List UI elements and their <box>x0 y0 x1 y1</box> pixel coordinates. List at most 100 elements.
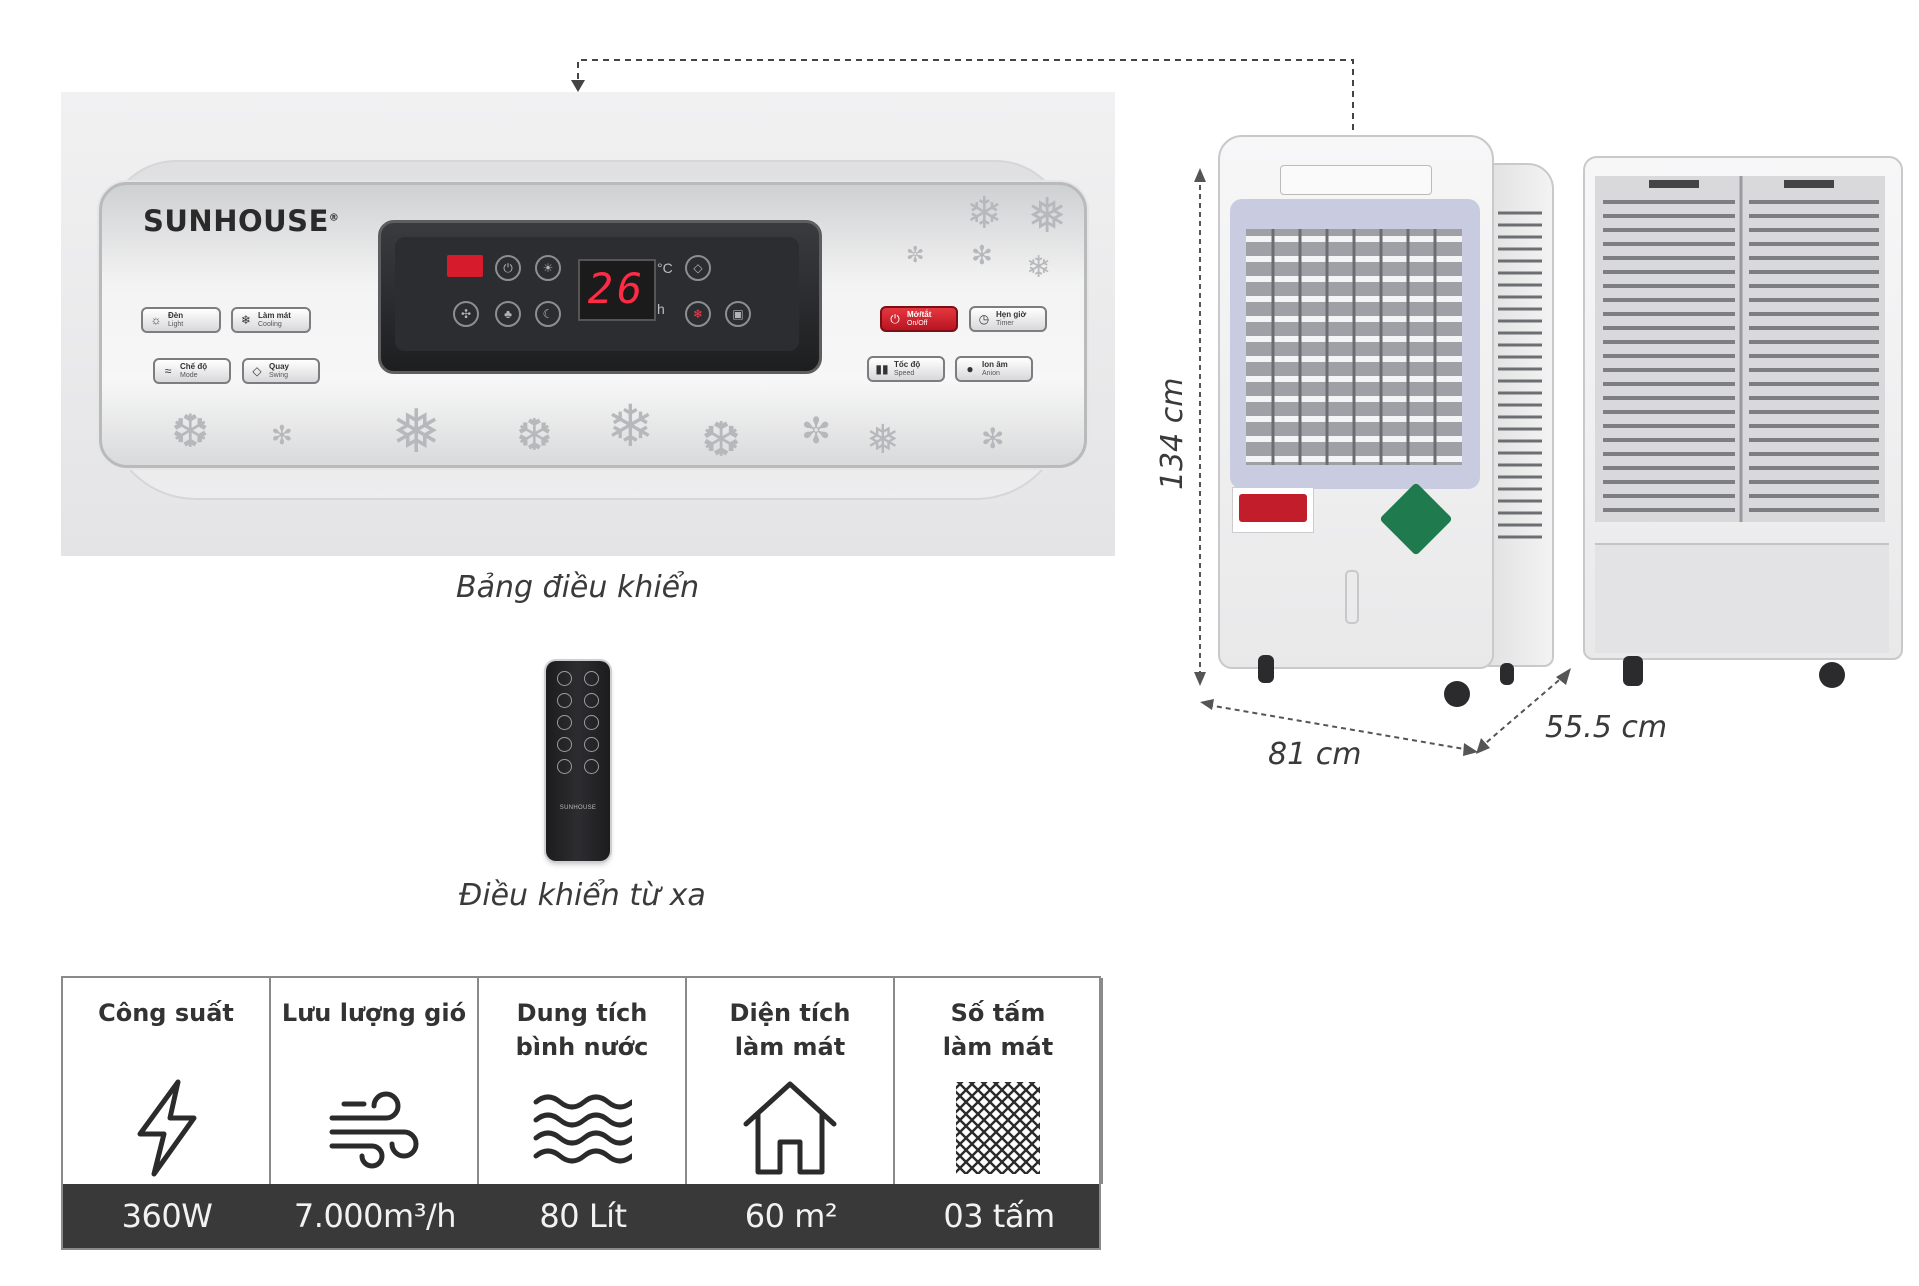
wheel <box>1444 681 1470 707</box>
moon-indicator-icon: ☾ <box>535 301 561 327</box>
celsius-unit: °C <box>657 260 673 276</box>
cooler-back-face <box>1583 156 1903 660</box>
cooling-label-en: Cooling <box>258 321 282 328</box>
speed-label-en: Speed <box>894 370 915 377</box>
remote-button <box>557 715 572 730</box>
snowflake-decor-icon: ❆ <box>516 411 553 460</box>
callout-connector <box>571 59 1354 172</box>
spec-value-power: 360W <box>121 1197 213 1235</box>
remote-caption: Điều khiển từ xa <box>459 878 706 913</box>
remote-button <box>584 759 599 774</box>
anion-icon: ● <box>966 362 974 376</box>
wheel <box>1623 656 1643 686</box>
bulb-icon: ☼ <box>150 313 162 327</box>
indicator-led <box>447 255 483 277</box>
bulb-indicator-icon: ☀ <box>535 255 561 281</box>
snowflake-decor-icon: ✻ <box>971 240 993 270</box>
side-vents <box>1498 211 1542 539</box>
lcd-inner: ⏻ ☀ ◇ ✣ ♣ ☾ ❄ ▣ 26 °C h <box>395 237 799 351</box>
swing-label: Quay <box>269 362 290 371</box>
wind-icon <box>329 1091 419 1169</box>
swing-label-en: Swing <box>269 372 289 379</box>
spec-area: Diện tích làm mát <box>687 978 895 1184</box>
snowflake-decor-icon: ✻ <box>981 423 1005 454</box>
swing-icon: ◇ <box>252 364 262 378</box>
clock-icon: ◷ <box>978 312 990 326</box>
timer-label: Hẹn giờ <box>996 310 1027 319</box>
tree-indicator-icon: ♣ <box>495 301 521 327</box>
power-indicator-icon: ⏻ <box>495 255 521 281</box>
control-panel-photo: SUNHOUSE® ❄ ❅ ✻ ❄ ✼ ❆ ✻ ❅ ❆ ❄ ❆ ✼ ❅ ✻ ⏻ … <box>61 92 1115 556</box>
speed-bars-icon: ▮▮ <box>875 362 889 376</box>
back-vents <box>1595 176 1885 522</box>
spec-pads: Số tấm làm mát <box>895 978 1103 1184</box>
lcd-display-panel: ⏻ ☀ ◇ ✣ ♣ ☾ ❄ ▣ 26 °C h <box>378 220 822 374</box>
remote-button <box>584 671 599 686</box>
light-label-en: Light <box>168 321 184 328</box>
mode-label-en: Mode <box>180 372 198 379</box>
water-indicator-icon: ▣ <box>725 301 751 327</box>
cooling-label: Làm mát <box>258 311 291 320</box>
cooling-indicator-icon: ❄ <box>685 301 711 327</box>
cooler-front-face <box>1218 135 1494 669</box>
remote-button <box>584 715 599 730</box>
spec-title: Lưu lượng gió <box>281 999 467 1027</box>
remote-button <box>557 671 572 686</box>
power-label-en: On/Off <box>907 320 928 327</box>
spec-value-area: 60 m² <box>744 1197 838 1235</box>
light-label: Đèn <box>168 311 184 320</box>
brand-logo: SUNHOUSE® <box>143 204 340 238</box>
cooler-mini-panel <box>1280 165 1432 195</box>
honeycomb-pad-icon <box>956 1082 1040 1174</box>
spec-tank: Dung tích bình nước <box>479 978 687 1184</box>
spec-title: Dung tích bình nước <box>515 999 649 1061</box>
spec-value-pads: 03 tấm <box>943 1197 1055 1235</box>
spec-value-tank: 80 Lít <box>539 1197 627 1235</box>
hour-unit: h <box>657 301 665 317</box>
snowflake-decor-icon: ❅ <box>1027 190 1068 243</box>
lightning-icon <box>137 1079 197 1177</box>
swing-indicator-icon: ◇ <box>685 255 711 281</box>
panel-caption: Bảng điều khiển <box>456 570 700 605</box>
snowflake-icon: ❄ <box>240 313 252 327</box>
wind-icon: ≈ <box>164 364 172 378</box>
snowflake-decor-icon: ❆ <box>171 405 210 457</box>
remote-button <box>584 737 599 752</box>
spec-title: Công suất <box>98 999 234 1027</box>
house-icon <box>743 1081 837 1175</box>
snowflake-decor-icon: ❄ <box>1026 251 1052 284</box>
spec-airflow: Lưu lượng gió <box>271 978 479 1184</box>
snowflake-decor-icon: ✼ <box>801 410 832 451</box>
wheel <box>1500 663 1514 685</box>
mode-label: Chế độ <box>180 362 208 371</box>
snowflake-decor-icon: ❅ <box>866 418 900 462</box>
snowflake-decor-icon: ✼ <box>906 242 925 267</box>
spec-values-bar: 360W 7.000m³/h 80 Lít 60 m² 03 tấm <box>63 1184 1099 1248</box>
sticker-red-band <box>1239 494 1307 522</box>
dimension-lines <box>1194 168 1571 756</box>
fan-indicator-icon: ✣ <box>453 301 479 327</box>
height-dimension-label: 134 cm <box>1155 377 1190 490</box>
spec-title: Diện tích làm mát <box>729 999 851 1061</box>
anion-label: Ion âm <box>982 360 1008 369</box>
cooler-front-photo <box>1218 135 1558 707</box>
remote-button <box>557 737 572 752</box>
snowflake-decor-icon: ❅ <box>391 398 442 465</box>
wheel <box>1819 662 1845 688</box>
depth-dimension-label: 55.5 cm <box>1545 710 1668 745</box>
speed-label: Tốc độ <box>894 360 921 369</box>
snowflake-decor-icon: ❆ <box>701 414 742 467</box>
width-dimension-label: 81 cm <box>1268 737 1362 772</box>
spec-table: Công suất Lưu lượng gió Dung tích bình n… <box>61 976 1103 1250</box>
snowflake-decor-icon: ✻ <box>271 420 293 450</box>
snowflake-decor-icon: ❄ <box>966 189 1003 238</box>
louver-grid <box>1246 229 1462 465</box>
